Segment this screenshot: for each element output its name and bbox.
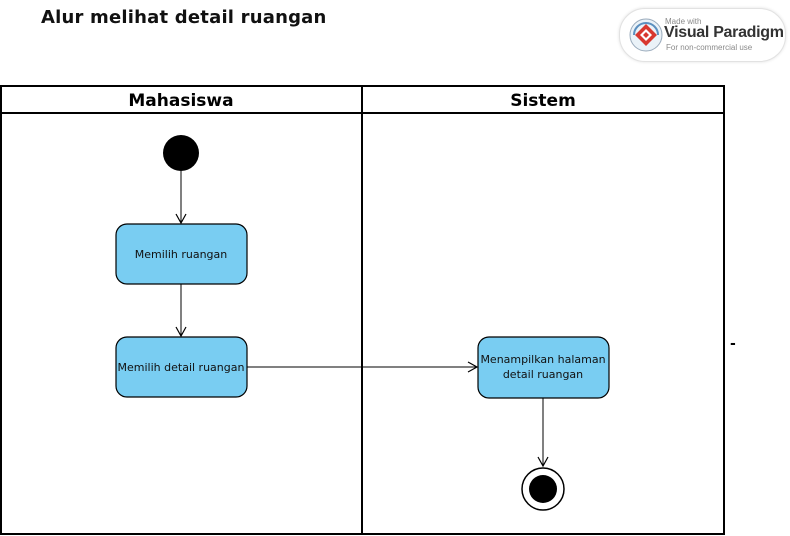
action-memilih-ruangan: Memilih ruangan [115, 223, 248, 285]
action-memilih-ruangan-label: Memilih ruangan [135, 248, 228, 261]
action-menampilkan-label-line2: detail ruangan [503, 368, 583, 381]
watermark-brand: Visual Paradigm [664, 24, 784, 41]
action-memilih-detail-ruangan-label: Memilih detail ruangan [118, 361, 245, 374]
visual-paradigm-logo-icon [629, 18, 663, 52]
watermark-note: For non-commercial use [666, 43, 753, 52]
visual-paradigm-watermark: Made with Visual Paradigm For non-commer… [619, 8, 786, 62]
initial-node [163, 135, 199, 171]
lane-title-sistem: Sistem [510, 91, 576, 111]
action-menampilkan-halaman: Menampilkan halaman detail ruangan [477, 336, 610, 399]
stray-mark: - [730, 336, 736, 352]
lane-title-mahasiswa: Mahasiswa [128, 91, 233, 111]
final-node [521, 467, 565, 511]
action-menampilkan-label-line1: Menampilkan halaman [480, 353, 605, 366]
diagram-title: Alur melihat detail ruangan [41, 7, 327, 28]
action-memilih-detail-ruangan: Memilih detail ruangan [115, 336, 248, 398]
watermark-made-with: Made with [665, 17, 702, 26]
